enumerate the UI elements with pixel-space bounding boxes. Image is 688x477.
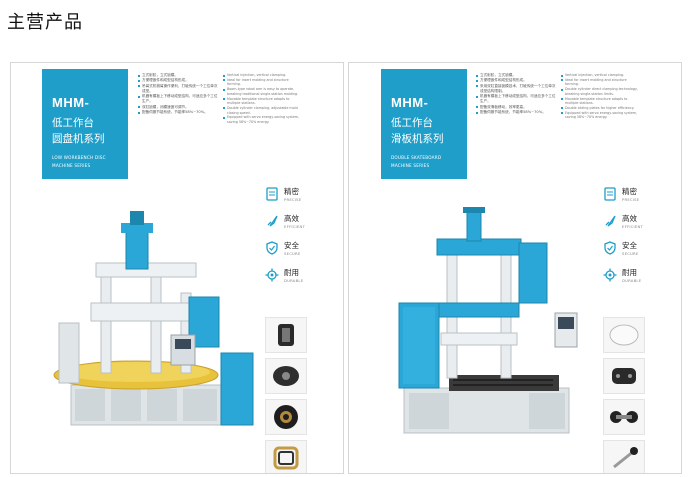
gear-icon bbox=[265, 268, 279, 282]
product-card-disc[interactable]: MHM- 低工作台 圆盘机系列 LOW WORKBENCH DISC MACHI… bbox=[10, 62, 344, 474]
feature-durable: 耐用 DURABLE bbox=[265, 266, 335, 293]
feature-bullet: Vertical injection, vertical clamping. bbox=[561, 73, 641, 78]
feature-bullet: Equipped with servo energy-saving system… bbox=[561, 111, 641, 120]
dumbbell-part bbox=[603, 399, 645, 435]
feature-en: PRECISE bbox=[622, 197, 640, 202]
dark-pad-part bbox=[603, 358, 645, 394]
feature-bullet: 机器有模板上下移动成型结构，可适应多个工位生产。 bbox=[138, 94, 218, 105]
feature-badges: 精密 PRECISE 高效 EFFICIENT 安全 SECURE 耐用 DUR… bbox=[603, 185, 673, 293]
model-label: MHM- bbox=[391, 95, 429, 110]
feature-bullet: Equipped with servo energy-saving system… bbox=[223, 115, 303, 124]
series-title-box: MHM- 低工作台 圆盘机系列 LOW WORKBENCH DISC MACHI… bbox=[42, 69, 128, 179]
white-ring-part bbox=[603, 317, 645, 353]
skateboard-machine-image bbox=[398, 207, 578, 434]
disc-machine-image bbox=[53, 211, 254, 426]
feature-list-cn: 立式射胶，立式锁模。 方便理嵌件和成型结构形成。 吊臂式机械臂操作便利，打破传统… bbox=[138, 73, 218, 115]
shield-check-icon bbox=[604, 241, 616, 255]
feature-en: DURABLE bbox=[284, 278, 304, 283]
feature-list-en: Vertical injection, vertical clamping. I… bbox=[223, 73, 303, 125]
sample-parts bbox=[265, 317, 307, 473]
feature-secure: 安全 SECURE bbox=[265, 239, 335, 266]
gear-icon bbox=[603, 268, 617, 282]
sample-parts bbox=[603, 317, 645, 473]
feature-bullet: 双缸锁模，闭模速度可调节。 bbox=[138, 105, 218, 110]
series-title-en-line2: MACHINE SERIES bbox=[52, 163, 91, 168]
shield-check-icon bbox=[266, 241, 278, 255]
series-title-cn-line1: 低工作台 bbox=[391, 117, 433, 129]
feature-bullet: Boom-type robot arm is easy to operate, … bbox=[223, 87, 303, 96]
gear-ring-part bbox=[265, 399, 307, 435]
feature-en: SECURE bbox=[284, 251, 301, 256]
feature-secure: 安全 SECURE bbox=[603, 239, 673, 266]
series-title-cn-line2: 滑板机系列 bbox=[391, 133, 444, 145]
feature-list-en: Vertical injection, vertical clamping. I… bbox=[561, 73, 641, 120]
black-disc-part bbox=[265, 358, 307, 394]
feature-cn: 耐用 bbox=[284, 268, 299, 277]
series-title-en-line2: MACHINE SERIES bbox=[391, 163, 430, 168]
feature-list-cn: 立式射胶，立式锁模。 方便理嵌件和成型结构形成。 采用双缸直接锁模技术，打破传统… bbox=[476, 73, 556, 115]
feature-en: EFFICIENT bbox=[622, 224, 644, 229]
product-card-skateboard[interactable]: MHM- 低工作台 滑板机系列 DOUBLE SKATEBOARD MACHIN… bbox=[348, 62, 682, 474]
document-icon bbox=[604, 187, 616, 201]
feature-bullet: Vertical injection, vertical clamping. bbox=[223, 73, 303, 78]
feature-cn: 安全 bbox=[284, 241, 299, 250]
feature-badges: 精密 PRECISE 高效 EFFICIENT 安全 SECURE 耐用 DUR… bbox=[265, 185, 335, 293]
page-title: 主营产品 bbox=[7, 12, 83, 33]
feature-efficient: 高效 EFFICIENT bbox=[265, 212, 335, 239]
series-title-cn-line1: 低工作台 bbox=[52, 117, 94, 129]
feature-en: EFFICIENT bbox=[284, 224, 306, 229]
feature-en: DURABLE bbox=[622, 278, 642, 283]
feature-bullet: 方便理嵌件和成型结构形成。 bbox=[138, 78, 218, 83]
feature-durable: 耐用 DURABLE bbox=[603, 266, 673, 293]
series-title-en-line1: LOW WORKBENCH DISC bbox=[52, 155, 106, 160]
feature-bullet: Movable template structure adapts to mul… bbox=[561, 97, 641, 106]
feature-precise: 精密 PRECISE bbox=[603, 185, 673, 212]
feature-cn: 耐用 bbox=[622, 268, 637, 277]
feature-precise: 精密 PRECISE bbox=[265, 185, 335, 212]
feature-en: SECURE bbox=[622, 251, 639, 256]
rocket-icon bbox=[605, 215, 616, 227]
shaft-part bbox=[603, 440, 645, 473]
feature-cn: 精密 bbox=[622, 187, 637, 196]
feature-bullet: 方便理嵌件和成型结构形成。 bbox=[476, 78, 556, 83]
feature-bullet: 吊臂式机械臂操作便利，打破传统一个工位单次成型。 bbox=[138, 84, 218, 95]
feature-cn: 安全 bbox=[622, 241, 637, 250]
feature-bullet: Movable template structure adapts to mul… bbox=[223, 97, 303, 106]
feature-en: PRECISE bbox=[284, 197, 302, 202]
feature-bullet: Ideal for insert molding and structure f… bbox=[223, 78, 303, 87]
feature-bullet: 立式射胶，立式锁模。 bbox=[138, 73, 218, 78]
feature-bullet: 立式射胶，立式锁模。 bbox=[476, 73, 556, 78]
document-icon bbox=[266, 187, 278, 201]
feature-bullet: 配备伺服节能系统，节能率58%~70%。 bbox=[476, 110, 556, 115]
black-ring-part bbox=[265, 317, 307, 353]
feature-efficient: 高效 EFFICIENT bbox=[603, 212, 673, 239]
feature-cn: 高效 bbox=[622, 214, 637, 223]
feature-bullet: 采用双缸直接锁模技术，打破传统一个工位单次成型结构限制。 bbox=[476, 84, 556, 95]
feature-bullet: Double sliding plates for higher efficie… bbox=[561, 106, 641, 111]
series-title-box: MHM- 低工作台 滑板机系列 DOUBLE SKATEBOARD MACHIN… bbox=[381, 69, 467, 179]
feature-bullet: 配备双滑板移动，效率更高。 bbox=[476, 105, 556, 110]
feature-bullet: Double cylinder direct clamping technolo… bbox=[561, 87, 641, 96]
feature-bullet: Double cylinder clamping, adjustable mol… bbox=[223, 106, 303, 115]
feature-bullet: 机器有模板上下移动成型结构，可适应多个工位生产。 bbox=[476, 94, 556, 105]
rocket-icon bbox=[267, 215, 278, 227]
feature-cn: 高效 bbox=[284, 214, 299, 223]
series-title-en-line1: DOUBLE SKATEBOARD bbox=[391, 155, 442, 160]
feature-cn: 精密 bbox=[284, 187, 299, 196]
feature-bullet: Ideal for insert molding and structure f… bbox=[561, 78, 641, 87]
series-title-cn-line2: 圆盘机系列 bbox=[52, 133, 105, 145]
feature-bullet: 配备伺服节能系统，节能率58%~70%。 bbox=[138, 110, 218, 115]
gold-frame-part bbox=[265, 440, 307, 473]
model-label: MHM- bbox=[52, 95, 90, 110]
